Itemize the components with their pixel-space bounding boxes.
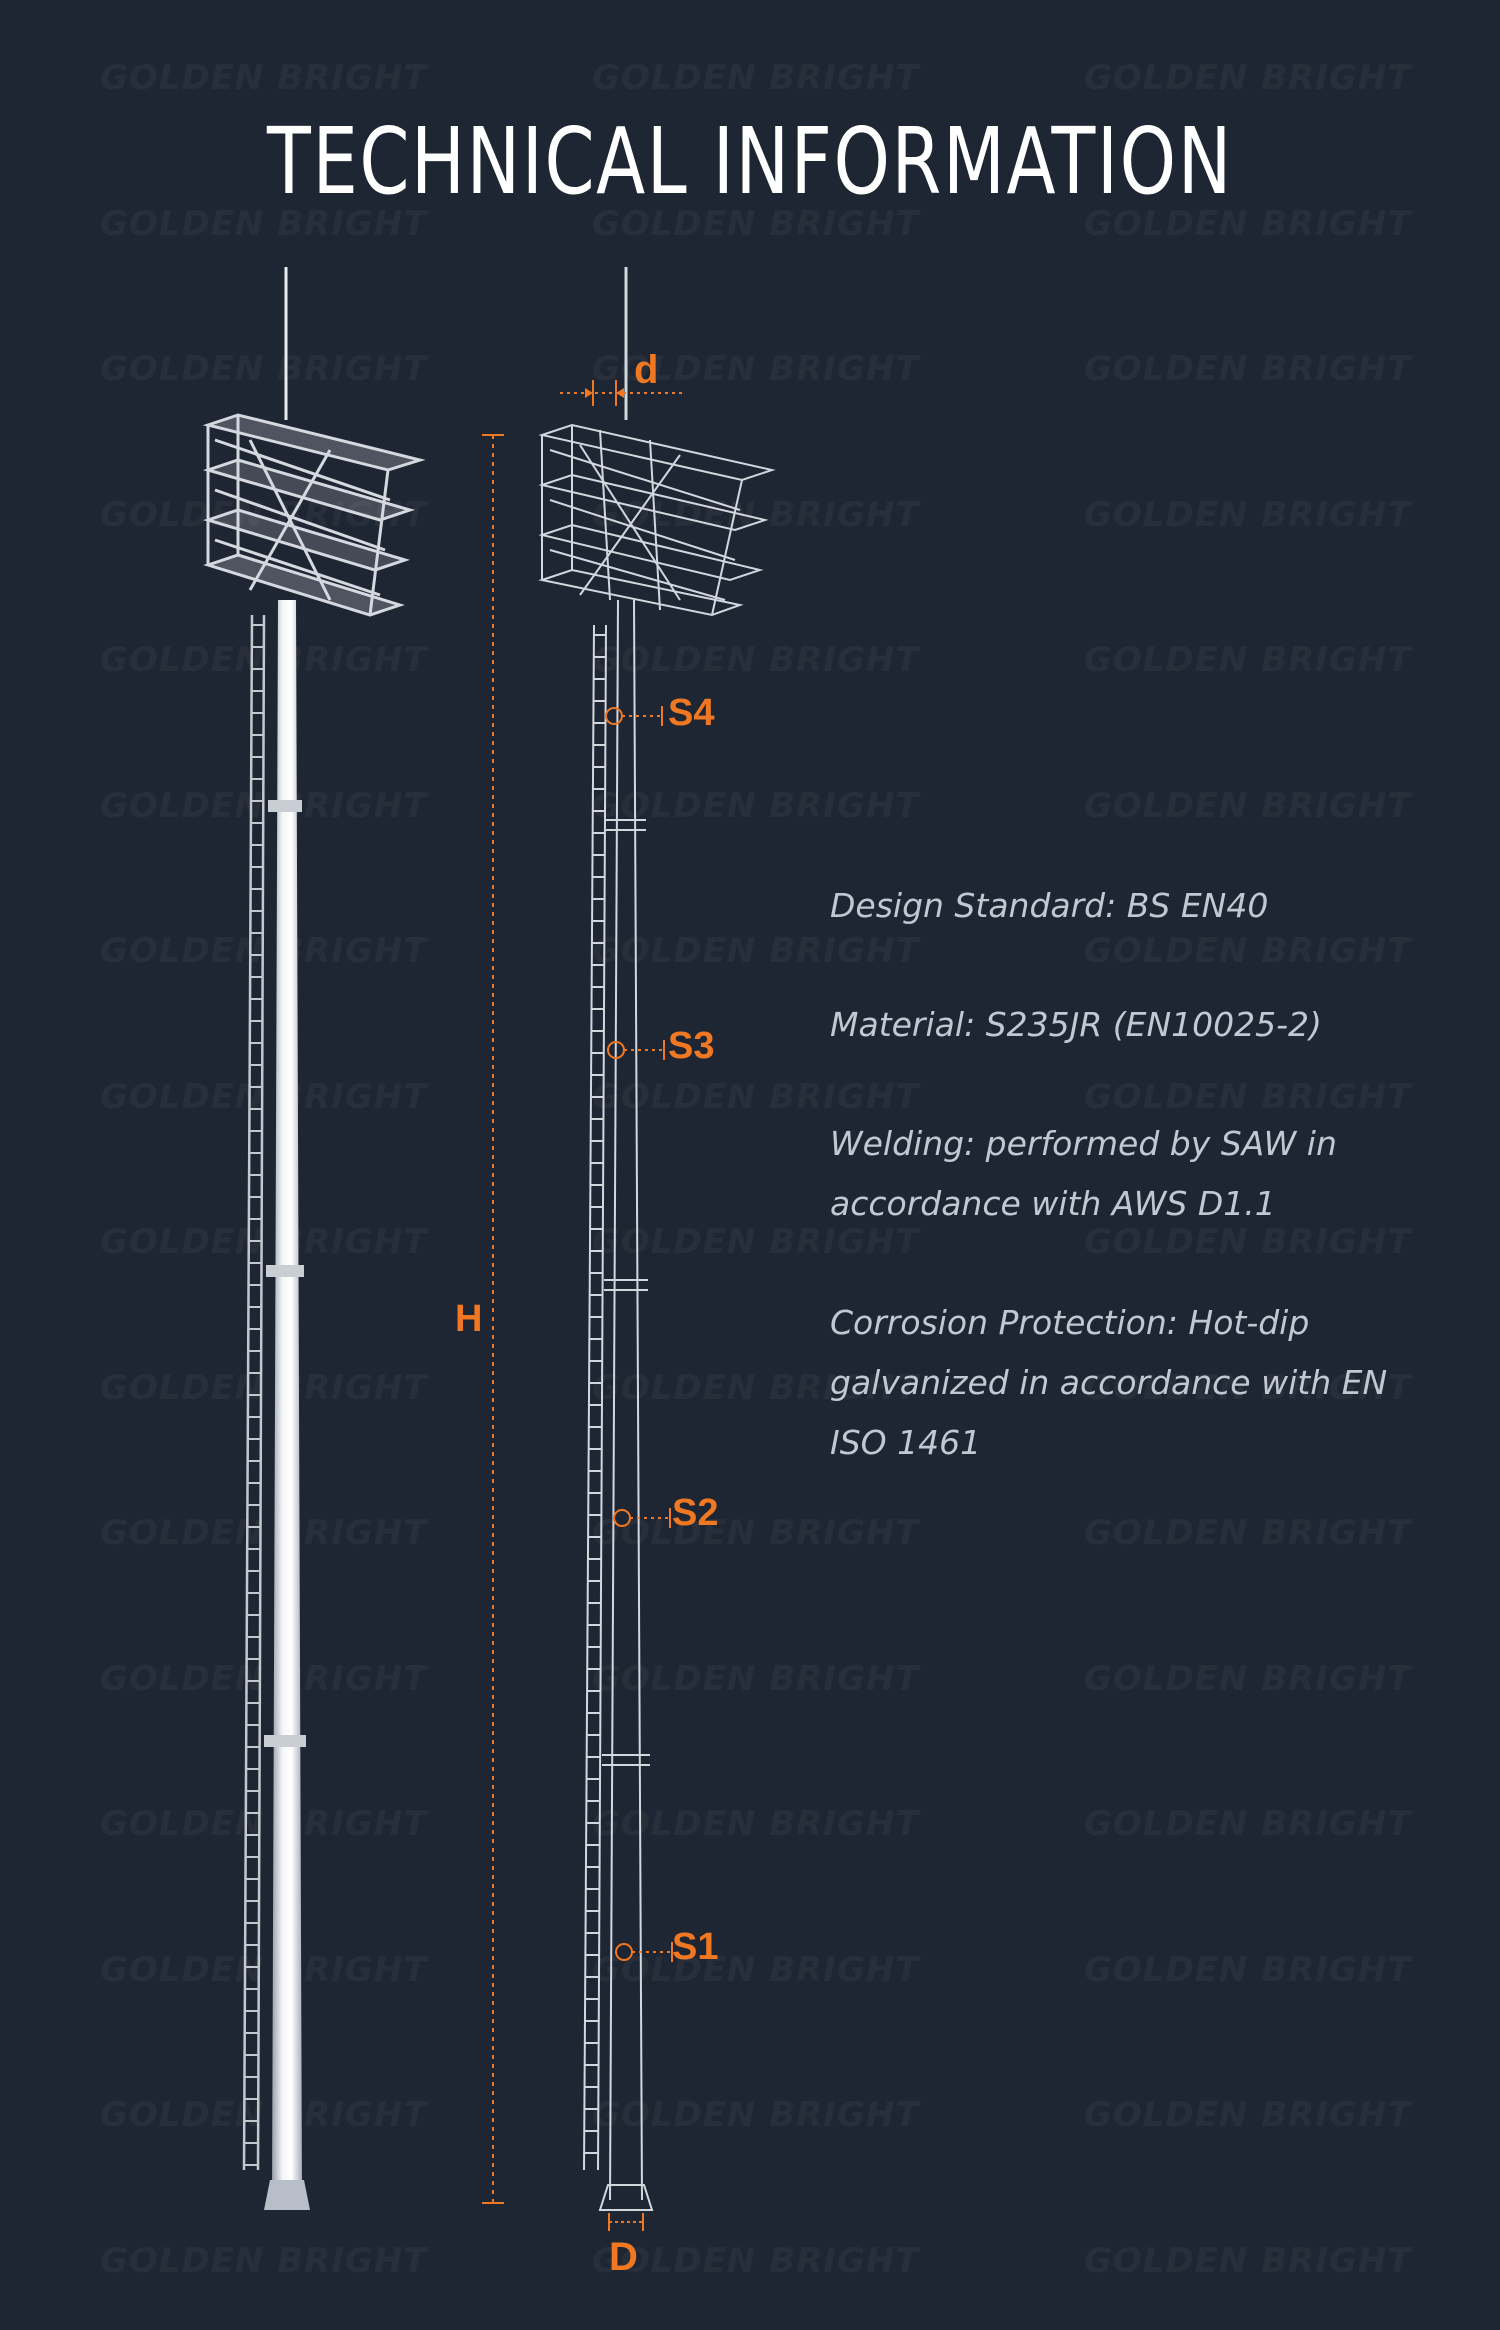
pole-joint bbox=[266, 1265, 304, 1277]
ladder bbox=[242, 614, 266, 2171]
lamp-platform bbox=[538, 423, 776, 617]
section-label-s3: S3 bbox=[668, 1025, 715, 1067]
spec-design-standard: Design Standard: BS EN40 bbox=[830, 886, 1269, 925]
schematic-mast bbox=[538, 267, 776, 2211]
dimension-label-h: H bbox=[455, 1298, 483, 1340]
section-marker-circle bbox=[605, 707, 623, 725]
spec-welding: Welding: performed by SAW in accordance … bbox=[830, 1124, 1337, 1223]
section-marker-circle bbox=[615, 1943, 633, 1961]
section-label-s4: S4 bbox=[668, 692, 715, 734]
section-label-s1: S1 bbox=[672, 1926, 719, 1968]
pole-joint bbox=[264, 1735, 306, 1747]
dimension-label-d-base: D bbox=[609, 2235, 638, 2279]
section-label-s2: S2 bbox=[672, 1492, 719, 1534]
pole-base bbox=[264, 2180, 310, 2210]
spec-material: Material: S235JR (EN10025-2) bbox=[830, 1005, 1322, 1044]
lamp-platform bbox=[202, 413, 426, 617]
page-title: TECHNICAL INFORMATION bbox=[267, 108, 1233, 215]
spec-list: Design Standard: BS EN40 Material: S235J… bbox=[830, 876, 1430, 1532]
section-marker-circle bbox=[613, 1509, 631, 1527]
pole-shaft bbox=[272, 600, 302, 2195]
dimension-annotations bbox=[482, 380, 682, 2231]
dimension-label-d: d bbox=[634, 348, 659, 392]
rendered-mast bbox=[202, 267, 426, 2210]
spec-corrosion-protection: Corrosion Protection: Hot-dip galvanized… bbox=[830, 1303, 1388, 1462]
pole-joint bbox=[268, 800, 302, 812]
